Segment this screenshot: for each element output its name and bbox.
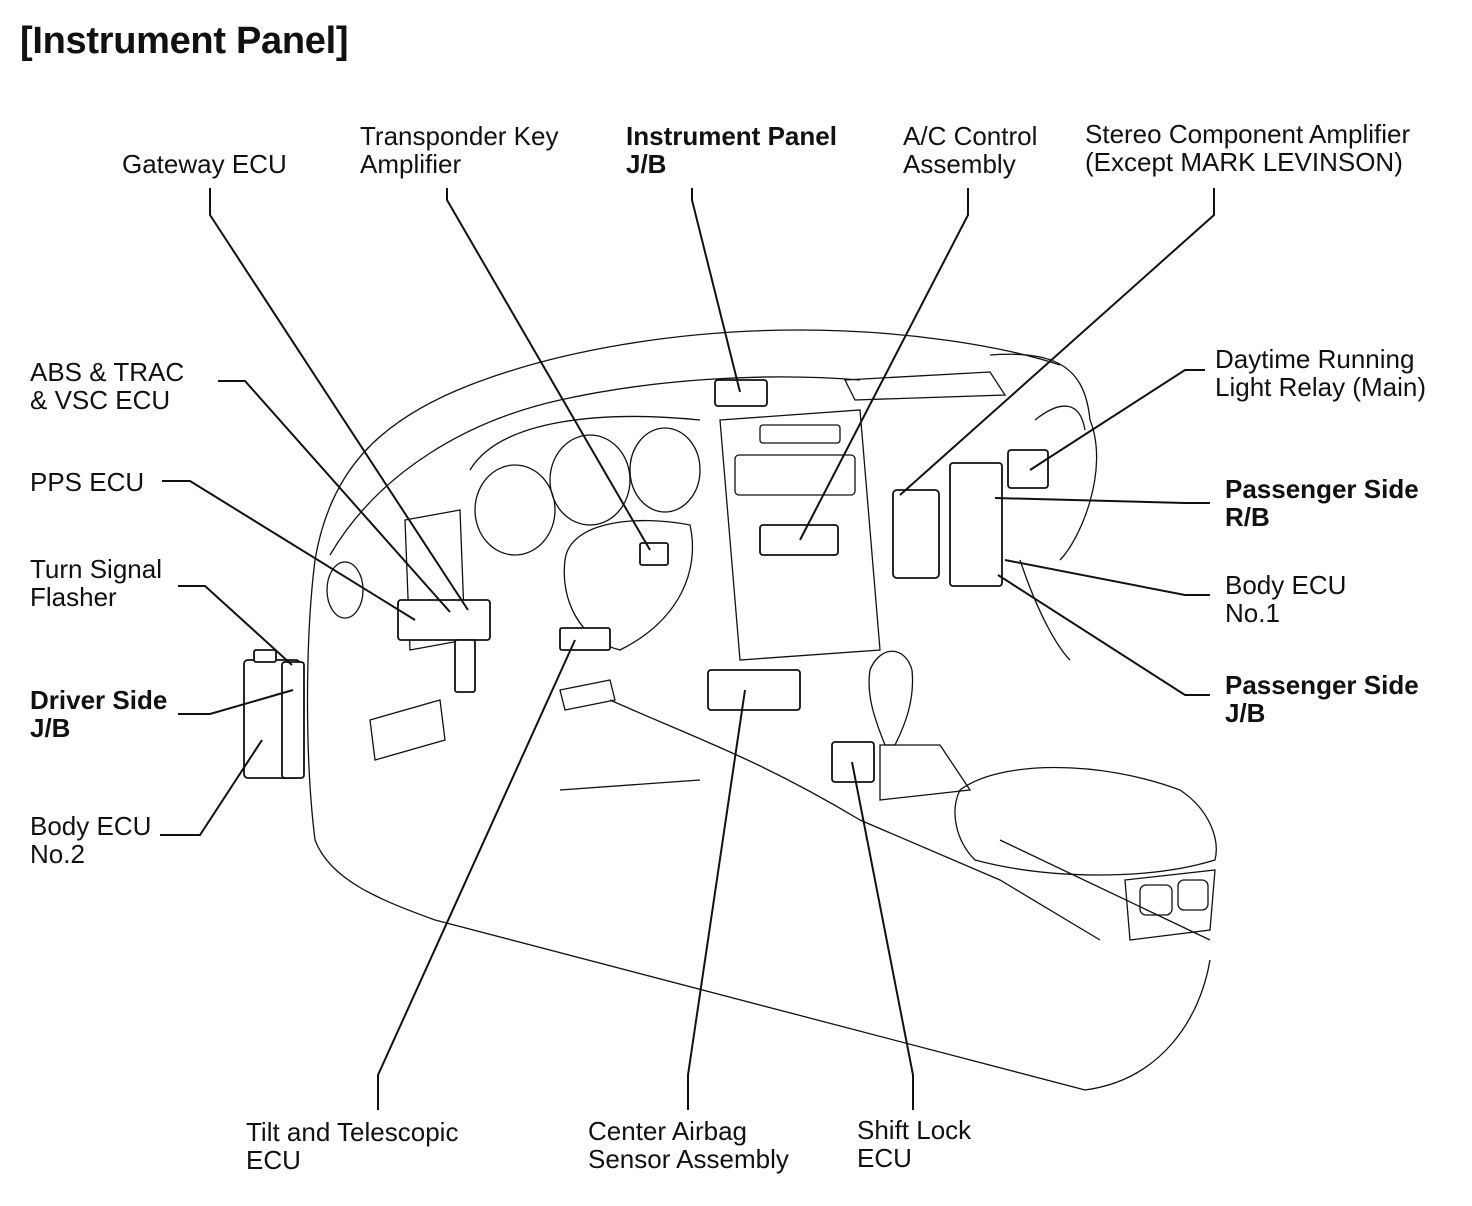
passenger-rb-part	[949, 462, 1003, 587]
page-title: [Instrument Panel]	[20, 20, 349, 62]
transponder-part	[639, 542, 669, 566]
daytime-relay-part	[1007, 449, 1049, 489]
label-abs-trac-vsc-ecu: ABS & TRAC& VSC ECU	[30, 357, 185, 415]
tilt-ecu-part	[559, 627, 611, 651]
instrument-panel-jb-part	[714, 379, 768, 407]
leader-lines	[160, 188, 1215, 1110]
airbag-sensor-part	[707, 669, 801, 711]
pps-ecu-part	[454, 639, 476, 693]
driver-jb-part	[281, 661, 305, 779]
components	[243, 379, 1049, 783]
turn-signal-part	[253, 649, 277, 663]
label-stereo-component-amplifier: Stereo Component Amplifier(Except MARK L…	[1085, 119, 1411, 177]
label-pps-ecu: PPS ECU	[30, 467, 145, 497]
dashboard-outline	[306, 329, 1217, 1091]
ac-control-part	[759, 524, 839, 556]
label-gateway-ecu: Gateway ECU	[122, 149, 287, 179]
stereo-amp-part	[892, 489, 940, 579]
